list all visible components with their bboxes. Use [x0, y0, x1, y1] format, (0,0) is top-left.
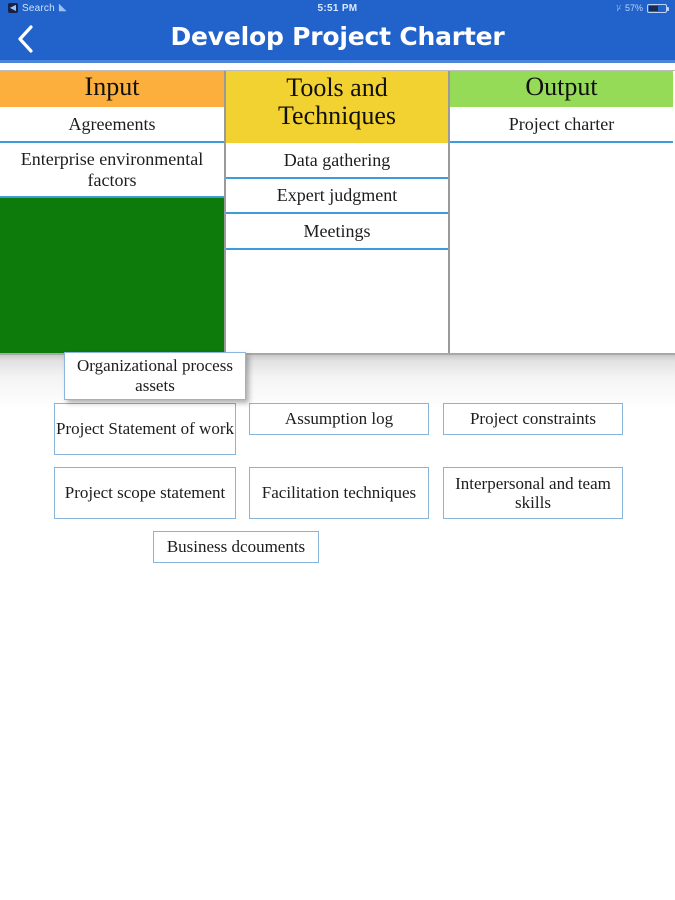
card-bank-row: Business dcouments	[54, 531, 634, 563]
column-header-input: Input	[0, 71, 224, 107]
bank-card-project-scope-statement[interactable]: Project scope statement	[54, 467, 236, 519]
column-header-tools-and-techniques: Tools and Techniques	[226, 71, 448, 143]
card-bank: Project Statement of work Assumption log…	[54, 403, 634, 575]
ito-matrix: Input Agreements Enterprise environmenta…	[0, 70, 675, 400]
tools-dropzone[interactable]	[226, 250, 448, 353]
tools-item-expert-judgment[interactable]: Expert judgment	[226, 179, 448, 214]
bank-card-facilitation-techniques[interactable]: Facilitation techniques	[249, 467, 429, 519]
dropped-card-organizational-process-assets[interactable]: Organizational process assets	[64, 352, 246, 400]
navigation-bar: Develop Project Charter	[0, 16, 675, 63]
column-output: Output Project charter	[450, 71, 673, 353]
column-input: Input Agreements Enterprise environmenta…	[0, 71, 226, 353]
back-button[interactable]	[8, 21, 44, 57]
bank-card-business-dcouments[interactable]: Business dcouments	[153, 531, 319, 563]
input-item-agreements[interactable]: Agreements	[0, 107, 224, 143]
status-bar: ◀ Search ◣ 5:51 PM ᜩ 57%	[0, 0, 675, 16]
status-bar-right: ᜩ 57%	[616, 2, 669, 14]
column-tools-and-techniques: Tools and Techniques Data gathering Expe…	[226, 71, 450, 353]
card-bank-row: Project scope statement Facilitation tec…	[54, 467, 634, 519]
tools-item-meetings[interactable]: Meetings	[226, 214, 448, 250]
status-bar-clock: 5:51 PM	[317, 2, 358, 14]
card-bank-row: Project Statement of work Assumption log…	[54, 403, 634, 455]
back-app-label: Search	[22, 2, 55, 14]
column-header-output: Output	[450, 71, 673, 107]
output-dropzone[interactable]	[450, 143, 673, 353]
wifi-icon: ◣	[58, 2, 67, 13]
bluetooth-icon: ᜩ	[616, 2, 621, 13]
chevron-left-icon	[18, 25, 33, 53]
battery-icon	[647, 3, 669, 13]
bank-card-interpersonal-and-team-skills[interactable]: Interpersonal and team skills	[443, 467, 623, 519]
bank-card-project-constraints[interactable]: Project constraints	[443, 403, 623, 435]
tools-item-data-gathering[interactable]: Data gathering	[226, 143, 448, 179]
battery-percent-label: 57%	[624, 3, 643, 13]
input-item-enterprise-environmental-factors[interactable]: Enterprise environmental factors	[0, 143, 224, 198]
bank-card-project-statement-of-work[interactable]: Project Statement of work	[54, 403, 236, 455]
back-app-icon[interactable]: ◀	[8, 3, 18, 13]
output-item-project-charter[interactable]: Project charter	[450, 107, 673, 143]
page-title: Develop Project Charter	[170, 22, 505, 51]
status-bar-left[interactable]: ◀ Search ◣	[8, 3, 67, 14]
bank-card-assumption-log[interactable]: Assumption log	[249, 403, 429, 435]
input-dropzone[interactable]	[0, 198, 224, 353]
